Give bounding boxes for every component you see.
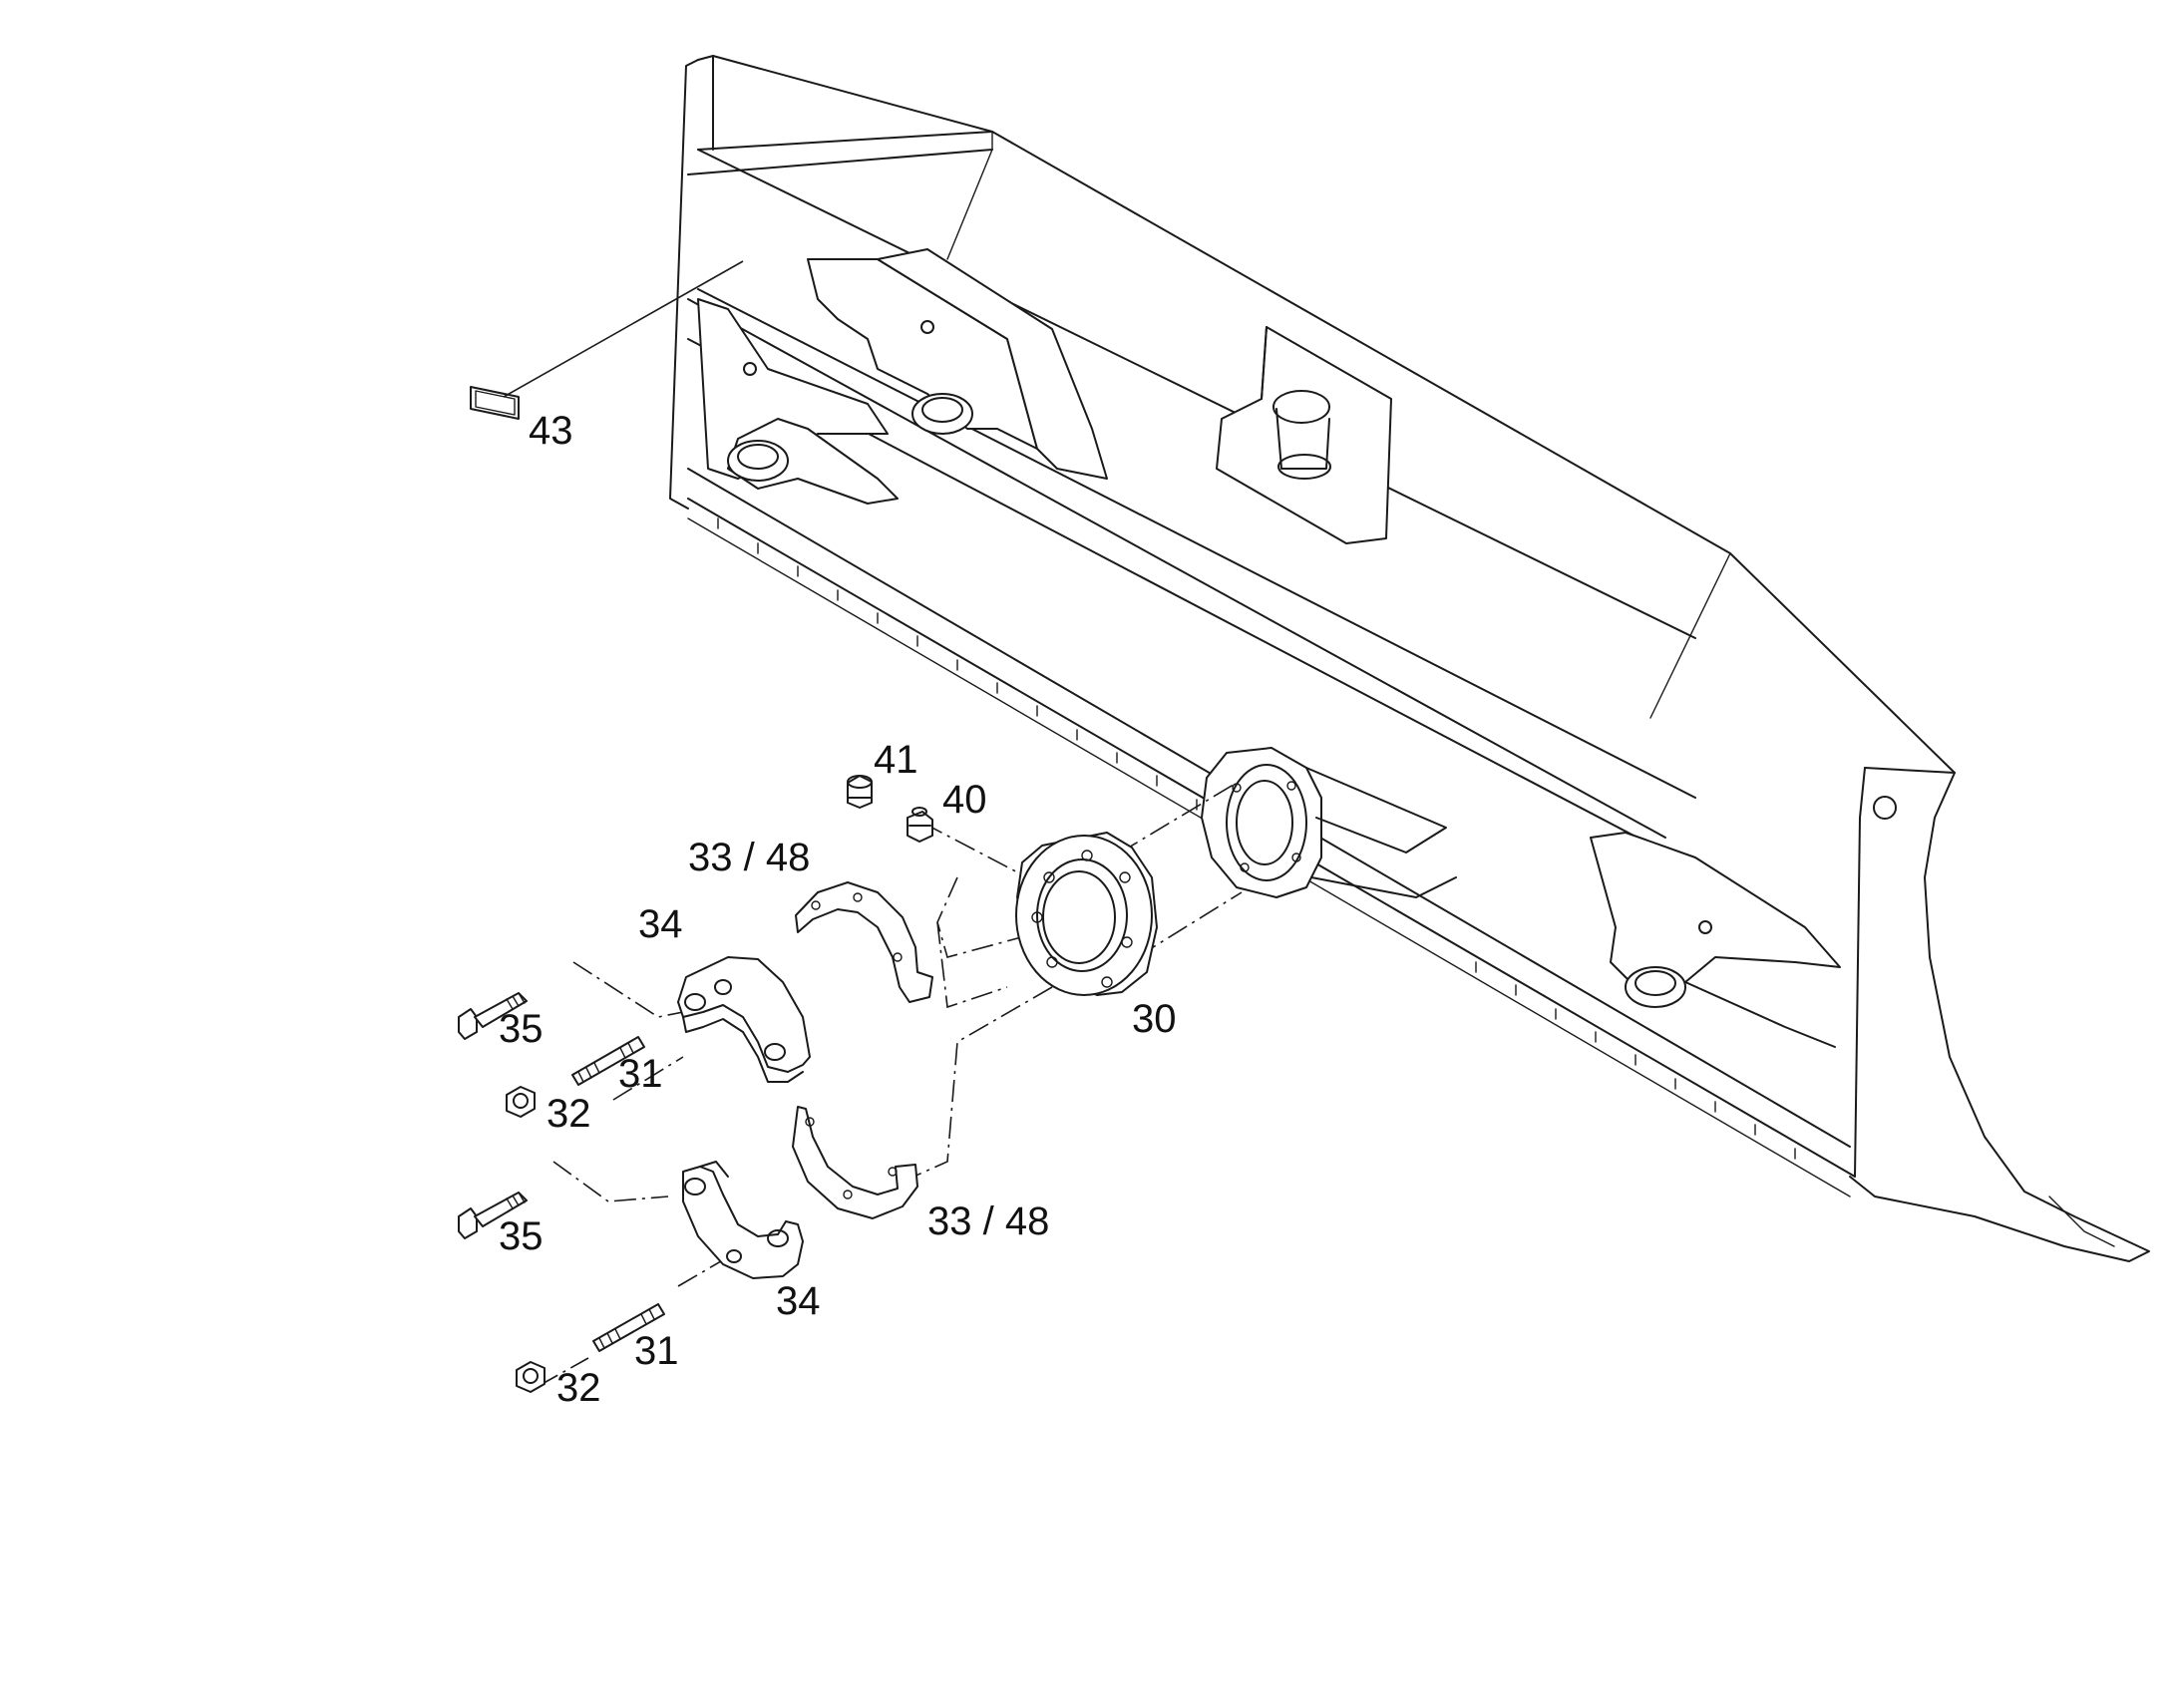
callout-35-top: 35 (499, 1007, 544, 1051)
part-35-bolt-bottom (458, 1192, 528, 1239)
part-35-bolt-top (458, 992, 528, 1040)
callout-43: 43 (529, 409, 573, 453)
callout-32-top: 32 (546, 1092, 591, 1136)
callout-32-bottom: 32 (556, 1366, 601, 1410)
callout-34-bottom: 34 (776, 1279, 821, 1323)
part-31-stud-bottom (592, 1303, 665, 1352)
part-34-cap-top (677, 956, 811, 1083)
callout-40: 40 (942, 778, 987, 822)
part-33-48-shim-top (795, 881, 933, 1003)
part-32-nut-bottom (516, 1361, 545, 1393)
callout-31-top: 31 (618, 1052, 663, 1096)
callout-34-top: 34 (638, 902, 683, 946)
part-34-cap-bottom (682, 1161, 804, 1279)
callout-labels: 43 41 40 33 / 48 34 35 31 32 30 33 / 48 … (499, 409, 1177, 1410)
part-41-cap (847, 775, 873, 809)
part-40-grease-fitting (907, 807, 933, 843)
dozer-blade (669, 55, 2150, 1262)
callout-30: 30 (1132, 997, 1177, 1041)
callout-31-bottom: 31 (634, 1329, 679, 1373)
part-30-bearing-ring (1015, 832, 1158, 996)
assembly-lines (538, 782, 1243, 1387)
part-43-label-plate (470, 260, 744, 420)
part-32-nut-top (506, 1086, 536, 1118)
part-31-stud-top (571, 1036, 645, 1086)
callout-33-48-top: 33 / 48 (688, 836, 810, 879)
callout-41: 41 (874, 738, 918, 782)
callout-35-bottom: 35 (499, 1214, 544, 1258)
callout-33-48-bottom: 33 / 48 (927, 1199, 1049, 1243)
part-33-48-shim-bottom (792, 1106, 918, 1219)
